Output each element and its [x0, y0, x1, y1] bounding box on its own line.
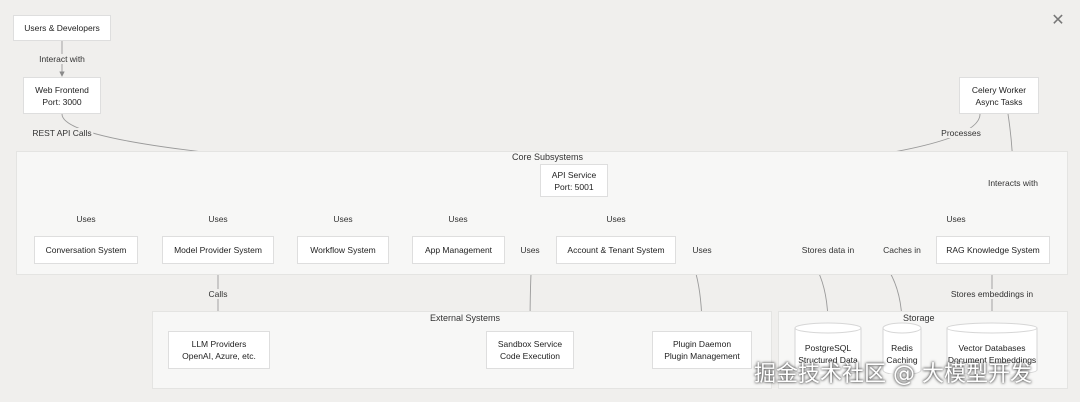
label-uses-rag: Uses: [944, 214, 968, 224]
api-service-port: Port: 5001: [554, 181, 594, 192]
celery-worker-title: Celery Worker: [971, 84, 1027, 95]
rag-knowledge-system-node[interactable]: RAG Knowledge System: [936, 236, 1050, 264]
label-calls: Calls: [206, 289, 230, 299]
core-subsystems-label: Core Subsystems: [512, 152, 584, 162]
vector-databases-cylinder[interactable]: [946, 322, 1038, 374]
label-stores-embeddings-in: Stores embeddings in: [948, 289, 1036, 299]
conversation-system-title: Conversation System: [45, 245, 127, 255]
label-uses-sandbox: Uses: [518, 245, 542, 255]
web-frontend-title: Web Frontend: [35, 84, 89, 95]
account-tenant-system-title: Account & Tenant System: [567, 245, 665, 255]
celery-worker-node[interactable]: Celery Worker Async Tasks: [959, 77, 1039, 114]
vector-databases-subtitle: Document Embeddings: [947, 355, 1037, 365]
api-service-node[interactable]: API Service Port: 5001: [540, 164, 608, 197]
sandbox-service-subtitle: Code Execution: [499, 351, 560, 361]
postgresql-subtitle: Structured Data: [798, 355, 858, 365]
label-stores-data-in: Stores data in: [799, 245, 857, 255]
vector-databases-text: Vector Databases Document Embeddings: [946, 340, 1038, 368]
users-developers-title: Users & Developers: [24, 23, 100, 33]
label-rest-api-calls: REST API Calls: [30, 128, 94, 138]
label-processes: Processes: [939, 128, 983, 138]
conversation-system-node[interactable]: Conversation System: [34, 236, 138, 264]
celery-worker-subtitle: Async Tasks: [975, 96, 1023, 107]
label-uses-model: Uses: [206, 214, 230, 224]
sandbox-service-title: Sandbox Service: [497, 339, 563, 349]
api-service-title: API Service: [551, 169, 597, 180]
redis-title: Redis: [891, 343, 913, 353]
label-caches-in: Caches in: [881, 245, 923, 255]
redis-subtitle: Caching: [886, 355, 918, 365]
web-frontend-node[interactable]: Web Frontend Port: 3000: [23, 77, 101, 114]
watermark-text: 掘金技术社区 @ 大模型开发: [754, 362, 1032, 387]
label-uses-workflow: Uses: [331, 214, 355, 224]
app-management-title: App Management: [424, 245, 493, 255]
label-uses-plugin: Uses: [690, 245, 714, 255]
llm-providers-title: LLM Providers: [191, 339, 247, 349]
external-systems-label: External Systems: [430, 313, 501, 323]
label-uses-app: Uses: [446, 214, 470, 224]
label-uses-account: Uses: [604, 214, 628, 224]
workflow-system-title: Workflow System: [310, 245, 376, 255]
postgresql-title: PostgreSQL: [804, 343, 852, 353]
redis-text: Redis Caching: [882, 340, 922, 368]
app-management-node[interactable]: App Management: [412, 236, 505, 264]
close-icon[interactable]: ✕: [1051, 12, 1065, 29]
label-interact-with: Interact with: [37, 54, 87, 64]
plugin-daemon-subtitle: Plugin Management: [664, 351, 740, 361]
llm-providers-node[interactable]: LLM Providers OpenAI, Azure, etc.: [168, 331, 270, 369]
model-provider-system-title: Model Provider System: [174, 245, 262, 255]
llm-providers-subtitle: OpenAI, Azure, etc.: [182, 351, 256, 361]
postgresql-cylinder[interactable]: [794, 322, 862, 374]
label-interacts-with: Interacts with: [985, 178, 1041, 188]
account-tenant-system-node[interactable]: Account & Tenant System: [556, 236, 676, 264]
redis-cylinder[interactable]: [882, 322, 922, 374]
model-provider-system-node[interactable]: Model Provider System: [162, 236, 274, 264]
users-developers-node[interactable]: Users & Developers: [13, 15, 111, 41]
vector-databases-title: Vector Databases: [958, 343, 1026, 353]
web-frontend-port: Port: 3000: [42, 96, 82, 107]
plugin-daemon-title: Plugin Daemon: [672, 339, 732, 349]
workflow-system-node[interactable]: Workflow System: [297, 236, 389, 264]
plugin-daemon-node[interactable]: Plugin Daemon Plugin Management: [652, 331, 752, 369]
rag-knowledge-system-title: RAG Knowledge System: [946, 245, 1040, 255]
sandbox-service-node[interactable]: Sandbox Service Code Execution: [486, 331, 574, 369]
storage-label: Storage: [903, 313, 935, 323]
postgresql-text: PostgreSQL Structured Data: [794, 340, 862, 368]
label-uses-conv: Uses: [74, 214, 98, 224]
